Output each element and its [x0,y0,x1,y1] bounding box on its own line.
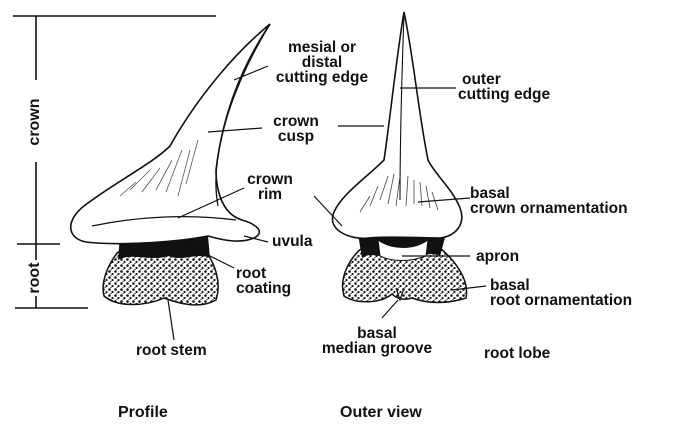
caption-profile: Profile [118,404,168,422]
profile-root [103,252,218,305]
axis-label-crown: crown [26,98,46,146]
label-root-stem: root stem [136,343,207,358]
profile-crown [71,24,270,244]
label-crown-rim: crown rim [240,172,300,202]
label-basal-crown-ornamentation: basal crown ornamentation [470,186,628,216]
label-outer-cutting-edge: outer cutting edge [458,72,550,102]
label-uvula: uvula [272,234,312,249]
label-root-coating: root coating [236,266,291,296]
leader-median-groove [382,300,398,318]
label-basal-median-groove: basal median groove [312,326,442,356]
label-basal-root-ornamentation: basal root ornamentation [490,278,632,308]
label-mesial-distal-cutting-edge: mesial or distal cutting edge [262,40,382,85]
axis-label-root: root [26,258,46,298]
caption-outer-view: Outer view [340,404,422,422]
label-apron: apron [476,249,519,264]
leader-root-stem [168,300,174,340]
label-crown-cusp: crown cusp [264,114,328,144]
profile-tooth [71,24,270,305]
label-root-lobe: root lobe [484,346,550,361]
